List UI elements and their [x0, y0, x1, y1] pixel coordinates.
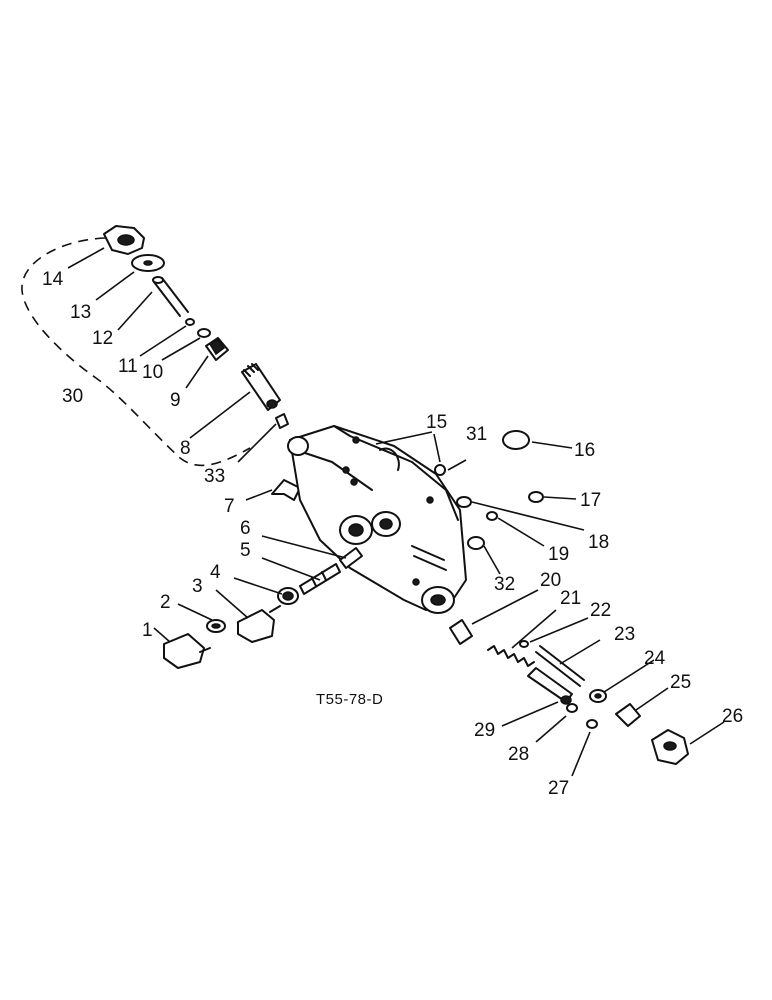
label-4: 4: [210, 562, 221, 583]
label-10: 10: [142, 362, 163, 383]
part-18-o-ring: [456, 496, 472, 508]
label-12: 12: [92, 328, 113, 349]
label-8: 8: [180, 438, 191, 459]
label-2: 2: [160, 592, 171, 613]
part-25-fitting: [615, 703, 641, 727]
label-29: 29: [474, 720, 495, 741]
part-24-washer: [589, 689, 607, 703]
part-7-clip: [271, 479, 301, 501]
label-32: 32: [494, 574, 515, 595]
part-10-o-ring: [197, 328, 211, 338]
label-9: 9: [170, 390, 181, 411]
part-31-plug: [434, 464, 446, 476]
label-24: 24: [644, 648, 666, 669]
part-28-washer: [566, 703, 578, 713]
label-1: 1: [142, 620, 153, 641]
part-2-washer: [206, 619, 226, 633]
part-33-plug: [275, 413, 289, 429]
part-32-seal: [467, 536, 485, 550]
label-7: 7: [224, 496, 235, 517]
leader-lines: [67, 247, 725, 777]
part-27-ring: [586, 719, 598, 729]
part-17-o-ring: [528, 491, 544, 503]
part-3-plug: [237, 605, 281, 643]
part-26-cap-nut: [651, 729, 689, 765]
label-11: 11: [118, 356, 138, 377]
part-6-valve: [339, 547, 363, 569]
label-31: 31: [466, 424, 487, 445]
label-27: 27: [548, 778, 569, 799]
label-26: 26: [722, 706, 743, 727]
part-16-ring: [502, 430, 530, 450]
label-17: 17: [580, 490, 601, 511]
label-15: 15: [426, 412, 447, 433]
label-18: 18: [588, 532, 609, 553]
part-20-sleeve: [449, 619, 473, 645]
label-5: 5: [240, 540, 251, 561]
figure-code: T55-78-D: [316, 691, 383, 708]
part-8-spool: [241, 363, 281, 411]
label-6: 6: [240, 518, 251, 539]
label-13: 13: [70, 302, 91, 323]
valve-body: [287, 425, 467, 614]
label-23: 23: [614, 624, 635, 645]
label-19: 19: [548, 544, 569, 565]
part-22-ring: [519, 640, 529, 648]
label-16: 16: [574, 440, 595, 461]
part-21-spring: [487, 645, 535, 667]
label-28: 28: [508, 744, 529, 765]
label-3: 3: [192, 576, 203, 597]
label-33: 33: [204, 466, 225, 487]
label-20: 20: [540, 570, 561, 591]
label-30: 30: [62, 386, 83, 407]
part-5-spool: [299, 563, 341, 595]
label-25: 25: [670, 672, 691, 693]
part-19-ring: [486, 511, 498, 521]
part-4-seal: [277, 587, 299, 605]
part-labels: 14 13 12 11 30 10 9 8 33 7 6 5 4 3 2 1 1…: [42, 269, 743, 799]
part-12-pin: [152, 276, 189, 317]
label-14: 14: [42, 269, 64, 290]
label-22: 22: [590, 600, 611, 621]
part-1-plug: [163, 633, 211, 669]
label-21: 21: [560, 588, 581, 609]
part-29-plunger: [527, 667, 573, 705]
part-13-washer: [131, 254, 165, 272]
part-9-sleeve: [205, 337, 229, 361]
part-11-ring: [185, 318, 195, 326]
part-14-cap-nut: [103, 225, 145, 255]
